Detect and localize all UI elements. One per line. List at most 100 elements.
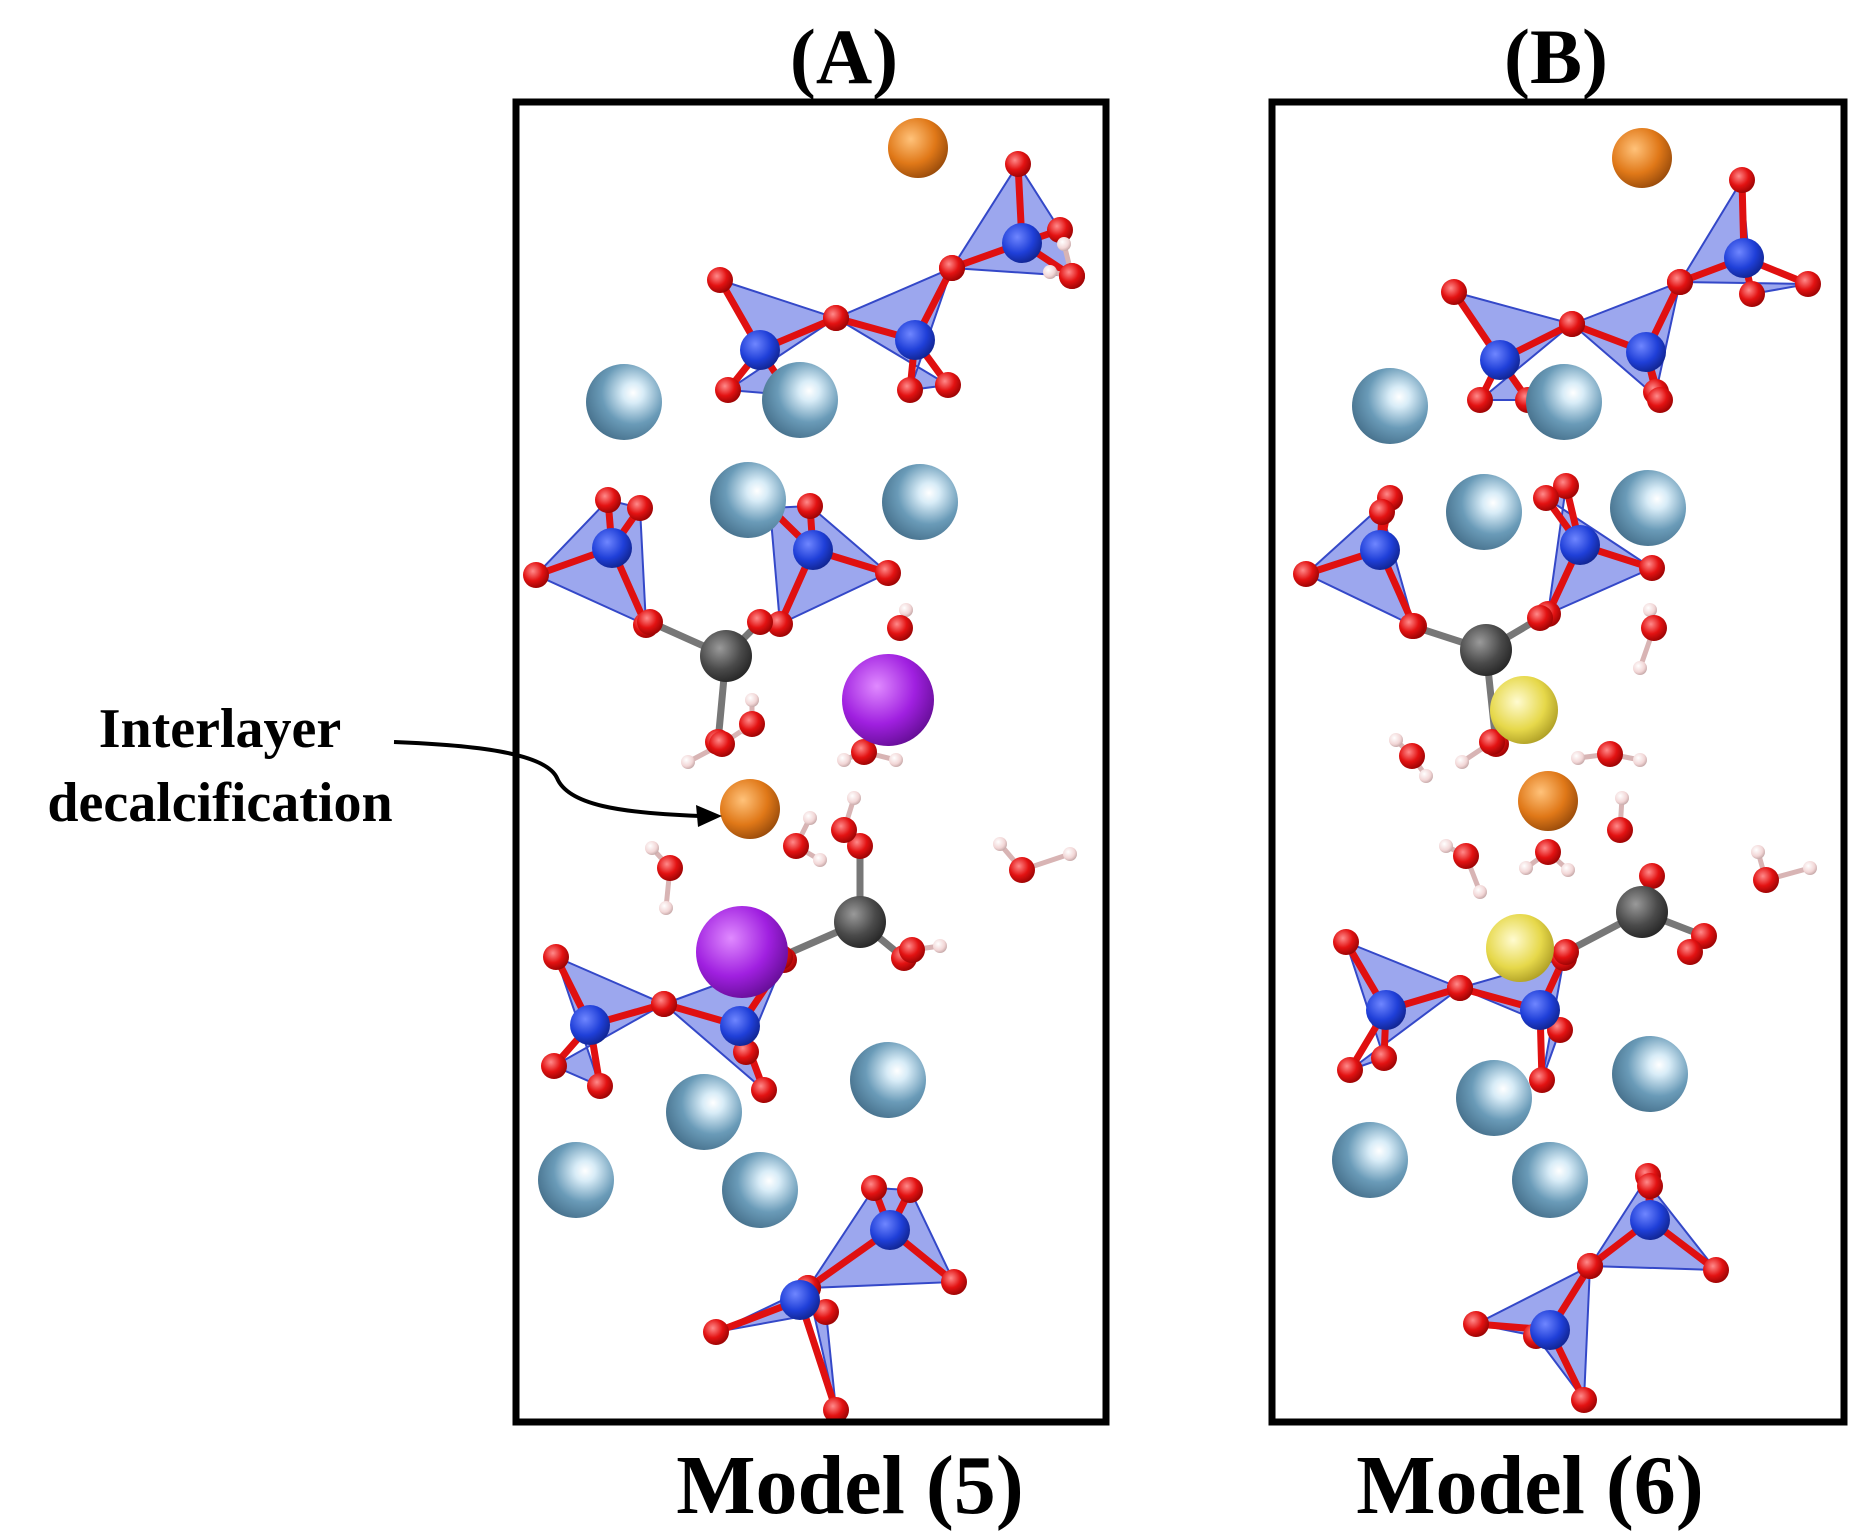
silicon-atom	[895, 320, 935, 360]
calcium-atom	[1446, 474, 1522, 550]
oxygen-atom	[1533, 485, 1559, 511]
silicon-atom	[870, 1210, 910, 1250]
calcium-atom	[1526, 364, 1602, 440]
oxygen-atom	[651, 991, 677, 1017]
hydrogen-atom	[813, 853, 827, 867]
oxygen-atom	[897, 377, 923, 403]
calcium-atom	[586, 364, 662, 440]
carbonate-oxygen-atom	[847, 833, 873, 859]
carbon-atom	[1460, 624, 1512, 676]
oxygen-atom	[715, 377, 741, 403]
water-oxygen-atom	[709, 731, 735, 757]
oxygen-atom	[767, 611, 793, 637]
hydrogen-atom	[1803, 861, 1817, 875]
oxygen-atom	[1553, 473, 1579, 499]
oxygen-atom	[523, 562, 549, 588]
hydrogen-atom	[1473, 885, 1487, 899]
oxygen-atom	[941, 1269, 967, 1295]
oxygen-atom	[1795, 271, 1821, 297]
oxygen-atom	[875, 560, 901, 586]
silicon-atom	[720, 1006, 760, 1046]
silicon-atom	[1630, 1200, 1670, 1240]
oxygen-atom	[543, 944, 569, 970]
water-oxygen-atom	[1597, 741, 1623, 767]
oxygen-atom	[1577, 1253, 1603, 1279]
calcium-atom	[1332, 1122, 1408, 1198]
oxygen-atom	[1333, 929, 1359, 955]
oxygen-atom	[861, 1175, 887, 1201]
carbonate-oxygen-atom	[1553, 939, 1579, 965]
oxygen-atom	[897, 1177, 923, 1203]
model-6-label: Model (6)	[1356, 1439, 1704, 1532]
orange-ion	[1612, 128, 1672, 188]
carbon-atom	[1616, 886, 1668, 938]
panel-b-label: (B)	[1504, 13, 1608, 100]
hydrogen-atom	[645, 841, 659, 855]
oxygen-atom	[797, 493, 823, 519]
carbonate-oxygen-atom	[1527, 605, 1553, 631]
annotation-line-1: Interlayer	[98, 698, 342, 760]
silicate-tetrahedron	[1304, 497, 1416, 628]
calcium-atom	[1456, 1060, 1532, 1136]
oxygen-atom	[1371, 1045, 1397, 1071]
water-oxygen-atom	[851, 739, 877, 765]
oxygen-atom	[939, 255, 965, 281]
orange-ion	[720, 779, 780, 839]
silicon-atom	[1366, 990, 1406, 1030]
hydrogen-atom	[847, 791, 861, 805]
water-oxygen-atom	[887, 615, 913, 641]
silicon-atom	[1002, 223, 1042, 263]
water-oxygen-atom	[899, 937, 925, 963]
silicon-atom	[1626, 332, 1666, 372]
hydrogen-atom	[1615, 791, 1629, 805]
water-oxygen-atom	[657, 855, 683, 881]
oxygen-atom	[703, 1319, 729, 1345]
calcium-atom	[762, 362, 838, 438]
annotation-line-2: decalcification	[47, 771, 393, 834]
oxygen-atom	[1447, 975, 1473, 1001]
orange-ion	[1518, 771, 1578, 831]
silicon-atom	[570, 1005, 610, 1045]
oxygen-atom	[627, 495, 653, 521]
arrow-head-icon	[696, 805, 722, 827]
silicon-atom	[740, 330, 780, 370]
water-oxygen-atom	[1535, 839, 1561, 865]
hydrogen-atom	[837, 753, 851, 767]
hydrogen-atom	[1633, 661, 1647, 675]
hydrogen-atom	[933, 939, 947, 953]
hydrogen-atom	[1063, 847, 1077, 861]
calcium-atom	[666, 1074, 742, 1150]
water-oxygen-atom	[1059, 263, 1085, 289]
hydrogen-atom	[993, 837, 1007, 851]
calcium-atom	[1352, 368, 1428, 444]
water-oxygen-atom	[1479, 729, 1505, 755]
oxygen-atom	[541, 1053, 567, 1079]
silicon-atom	[1360, 530, 1400, 570]
silicon-atom	[793, 530, 833, 570]
hydrogen-atom	[1057, 237, 1071, 251]
hydrogen-atom	[889, 753, 903, 767]
oxygen-atom	[823, 305, 849, 331]
oxygen-atom	[707, 267, 733, 293]
calcium-atom	[538, 1142, 614, 1218]
orange-ion	[888, 118, 948, 178]
water-oxygen-atom	[783, 833, 809, 859]
carbon-atom	[700, 630, 752, 682]
water-oxygen-atom	[831, 817, 857, 843]
carbonate-oxygen-atom	[747, 609, 773, 635]
oxygen-atom	[1637, 1173, 1663, 1199]
water-oxygen-atom	[1399, 743, 1425, 769]
oxygen-atom	[1559, 311, 1585, 337]
hydrogen-atom	[1419, 769, 1433, 783]
oxygen-atom	[1005, 151, 1031, 177]
silicon-atom	[1480, 340, 1520, 380]
calcium-atom	[882, 464, 958, 540]
oxygen-atom	[1729, 167, 1755, 193]
silicon-atom	[592, 528, 632, 568]
oxygen-atom	[1667, 269, 1693, 295]
water-oxygen-atom	[1453, 843, 1479, 869]
oxygen-atom	[1647, 387, 1673, 413]
water-oxygen-atom	[1753, 867, 1779, 893]
purple-ion	[842, 654, 934, 746]
